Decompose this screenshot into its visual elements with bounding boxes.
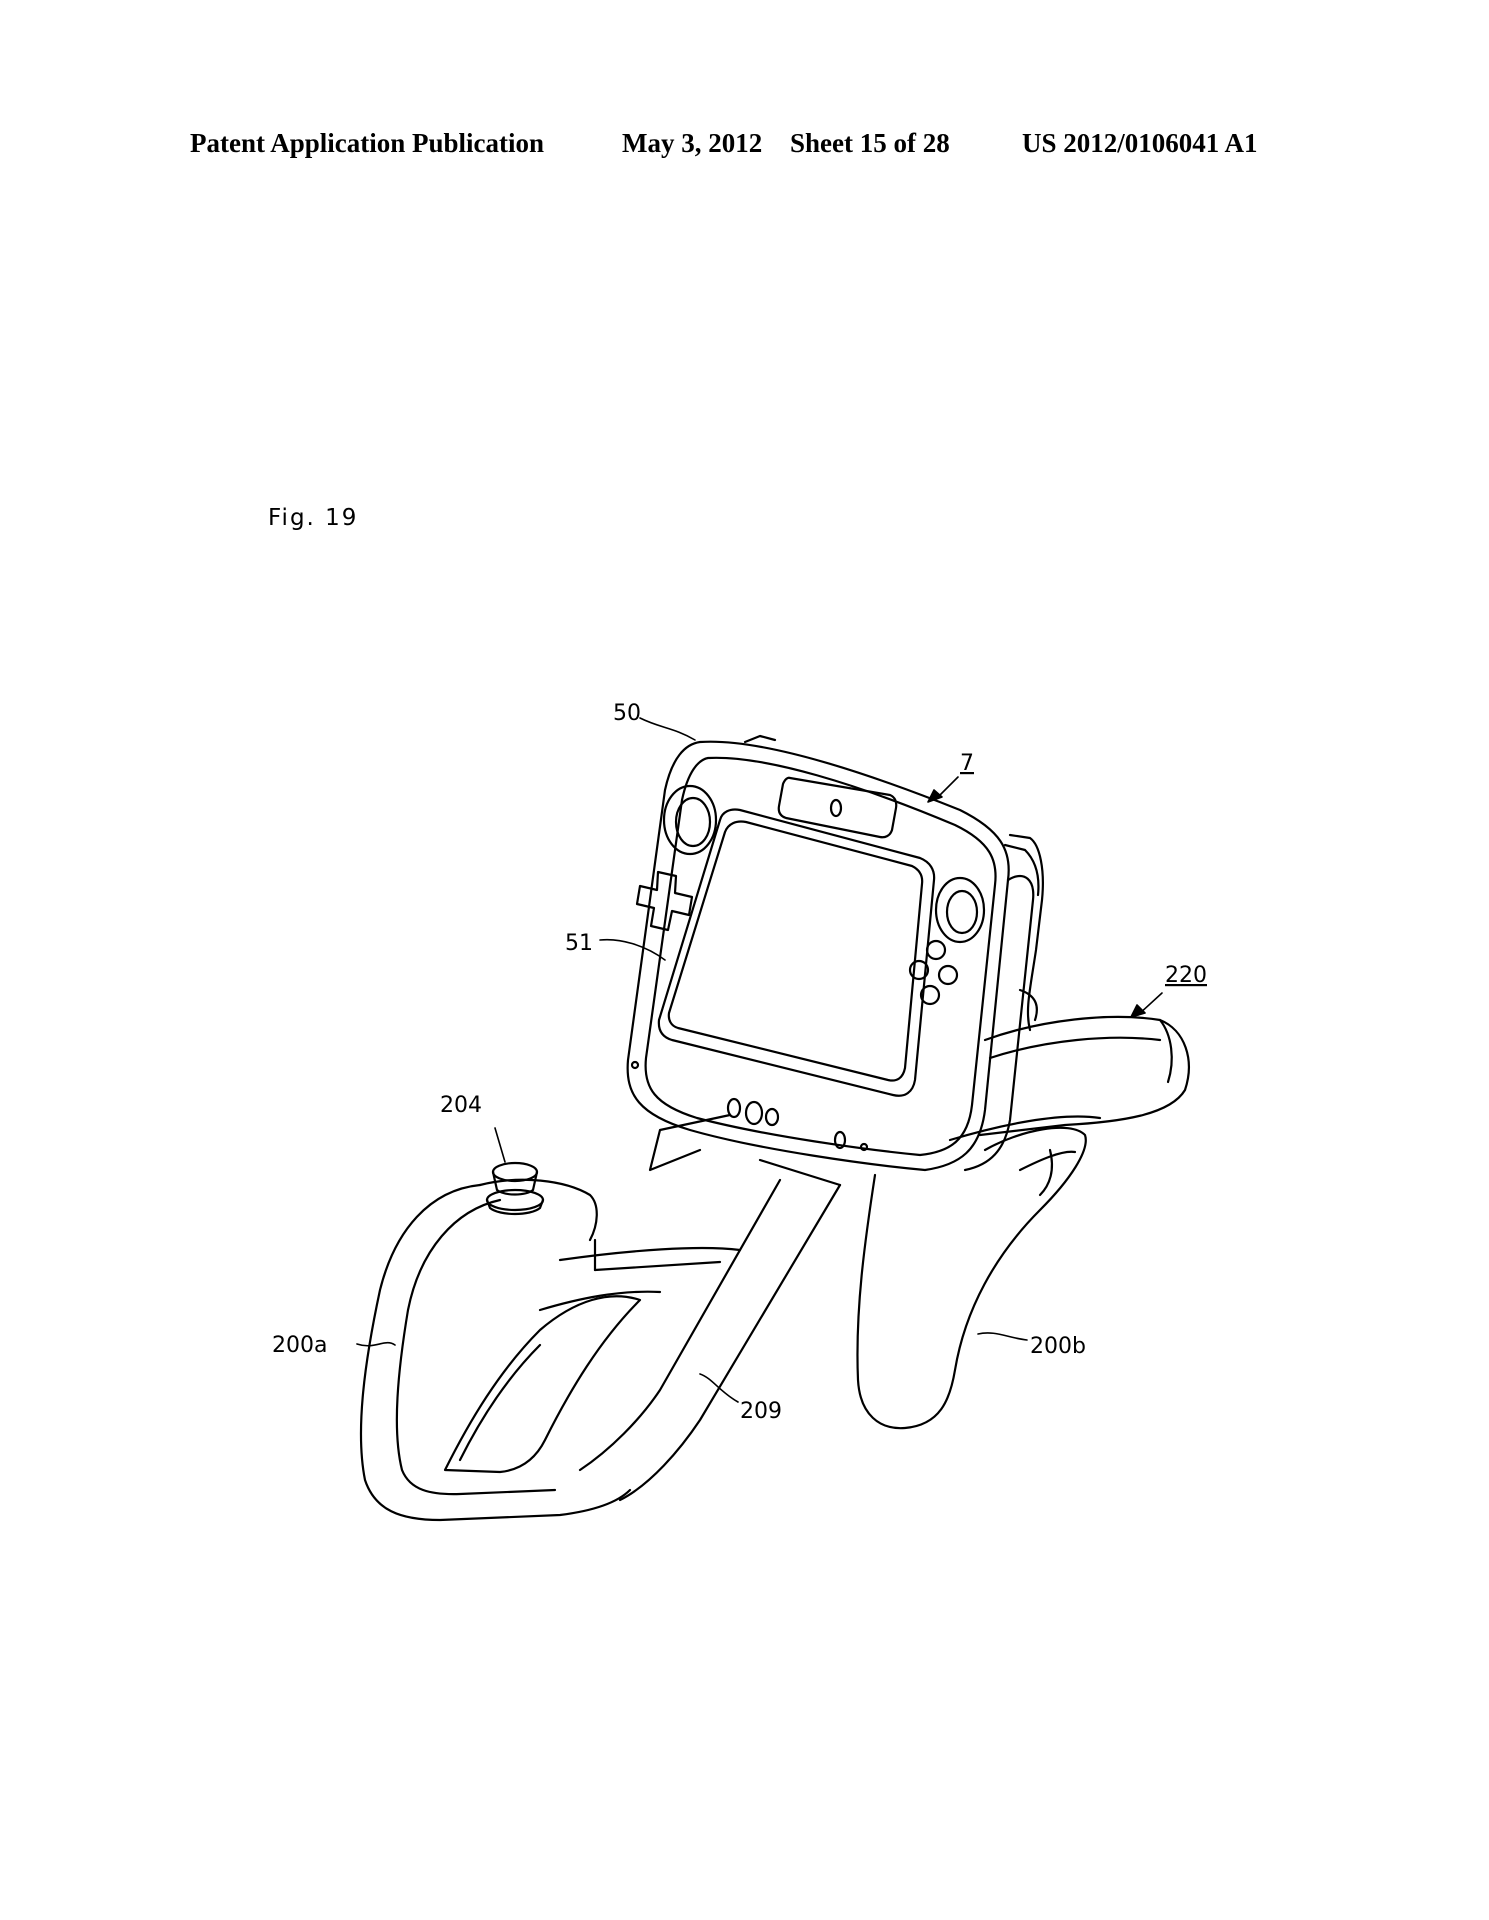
right-handle-220 <box>948 1015 1190 1142</box>
publication-title: Patent Application Publication <box>190 128 545 158</box>
callout-7: 7 <box>960 751 974 776</box>
callout-50: 50 <box>613 701 641 726</box>
figure-label: Fig. 19 <box>268 505 359 531</box>
callout-220: 220 <box>1165 963 1207 988</box>
sheet-number: Sheet 15 of 28 <box>790 128 950 158</box>
callout-200a: 200a <box>272 1333 327 1358</box>
callout-51: 51 <box>565 931 593 956</box>
callout-204: 204 <box>440 1093 482 1118</box>
left-grip-200a <box>359 1178 742 1522</box>
callout-209: 209 <box>740 1399 782 1424</box>
leader-lines <box>356 717 1163 1403</box>
terminal-device-7 <box>626 734 1044 1172</box>
right-grip-200b <box>856 1126 1087 1430</box>
callout-200b: 200b <box>1030 1334 1086 1359</box>
center-column-209 <box>578 1113 842 1502</box>
reference-numerals: 50 7 51 220 204 200a 200b 209 <box>272 701 1207 1424</box>
patent-number: US 2012/0106041 A1 <box>1022 128 1258 158</box>
publication-date: May 3, 2012 <box>622 128 763 158</box>
page-header: Patent Application Publication May 3, 20… <box>0 128 1489 168</box>
thumbstick-204 <box>485 1161 545 1216</box>
